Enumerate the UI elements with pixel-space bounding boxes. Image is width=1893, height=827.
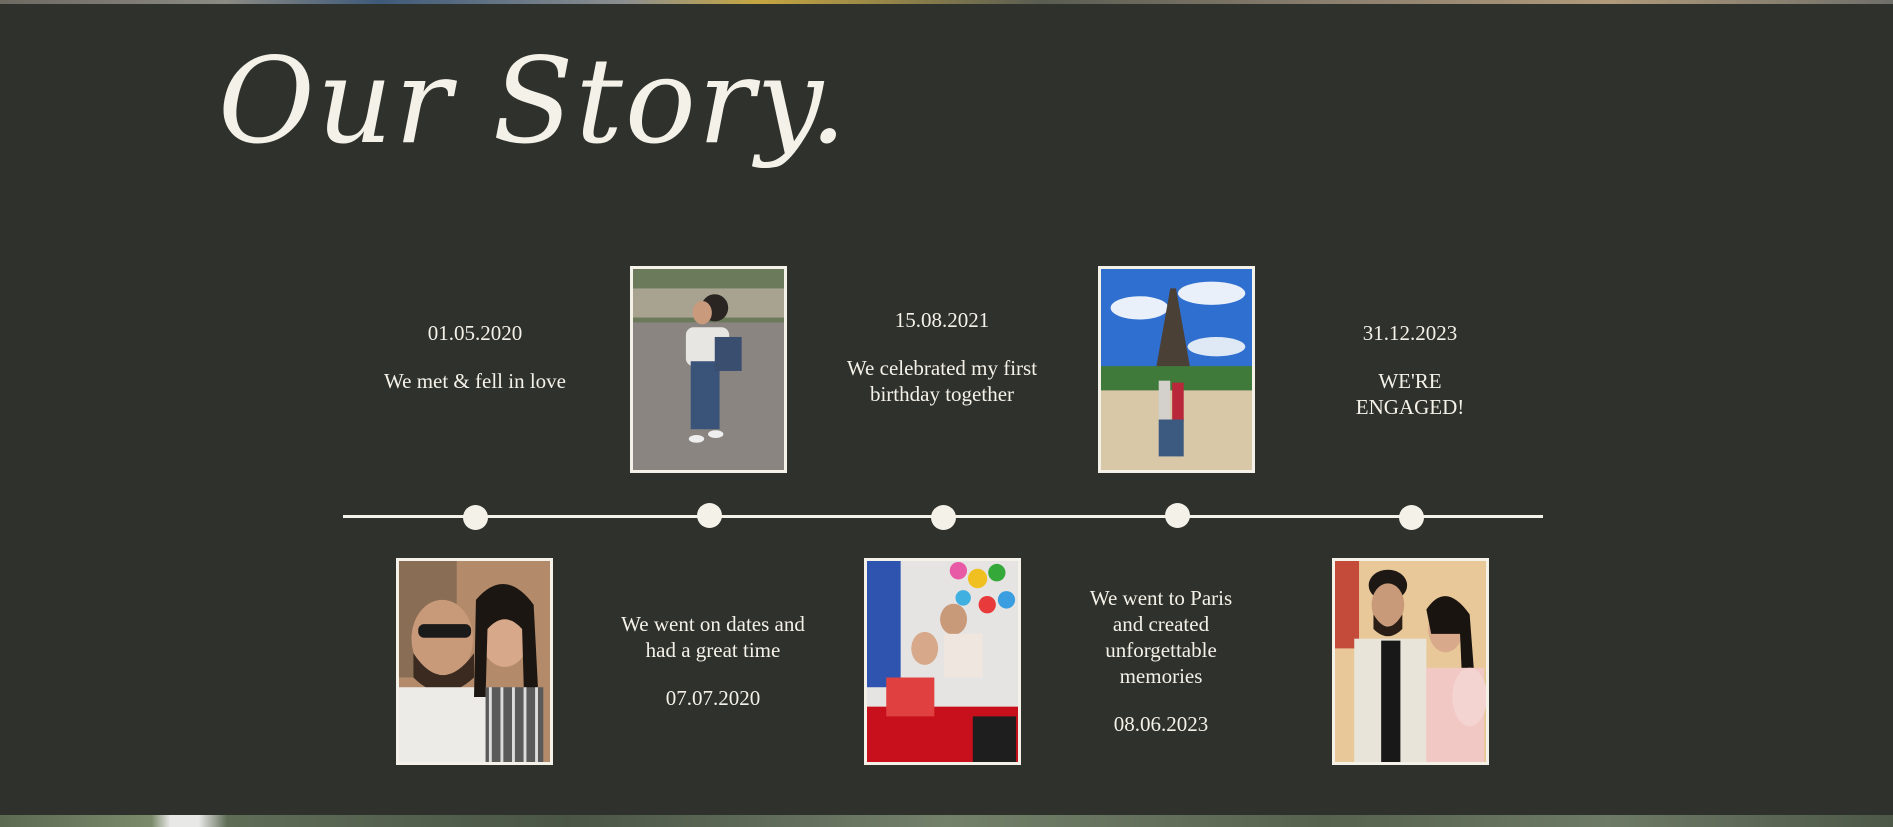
timeline-dot [697, 503, 722, 528]
background-image-bottom-edge [0, 815, 1893, 827]
piggyback-photo [630, 266, 787, 473]
timeline-dot [1165, 503, 1190, 528]
photo-icon [867, 561, 1018, 762]
event-date: 15.08.2021 [894, 308, 990, 332]
timeline-event-birthday: 15.08.2021 We celebrated my first birthd… [842, 307, 1042, 407]
photo-icon [633, 269, 784, 470]
photo-icon [1335, 561, 1486, 762]
photo-icon [399, 561, 550, 762]
engagement-photo [1332, 558, 1489, 765]
event-caption: We met & fell in love [383, 369, 566, 393]
event-date: 08.06.2023 [1113, 712, 1209, 736]
background-image-top-edge [0, 0, 1893, 4]
event-caption: We went on dates and had a great time [621, 612, 805, 662]
timeline-event-engaged: 31.12.2023 WE'RE ENGAGED! [1310, 320, 1510, 420]
timeline-event-met: 01.05.2020 We met & fell in love [375, 320, 575, 394]
timeline-event-paris: We went to Paris and created unforgettab… [1076, 585, 1246, 759]
our-story-title-text: Our Story.... [218, 32, 858, 170]
timeline-dot [463, 505, 488, 530]
event-caption: WE'RE ENGAGED! [1355, 369, 1465, 419]
event-caption: We celebrated my first birthday together [846, 356, 1038, 406]
our-story-title: Our Story.... [218, 32, 858, 170]
event-date: 31.12.2023 [1362, 321, 1458, 345]
timeline-dot [1399, 505, 1424, 530]
eiffel-tower-photo [1098, 266, 1255, 473]
photo-icon [1101, 269, 1252, 470]
timeline-dot [931, 505, 956, 530]
timeline-event-dates: We went on dates and had a great time 07… [608, 611, 818, 733]
couple-selfie-photo [396, 558, 553, 765]
event-date: 01.05.2020 [427, 321, 523, 345]
event-caption: We went to Paris and created unforgettab… [1089, 586, 1233, 688]
event-date: 07.07.2020 [665, 686, 761, 710]
birthday-photo [864, 558, 1021, 765]
